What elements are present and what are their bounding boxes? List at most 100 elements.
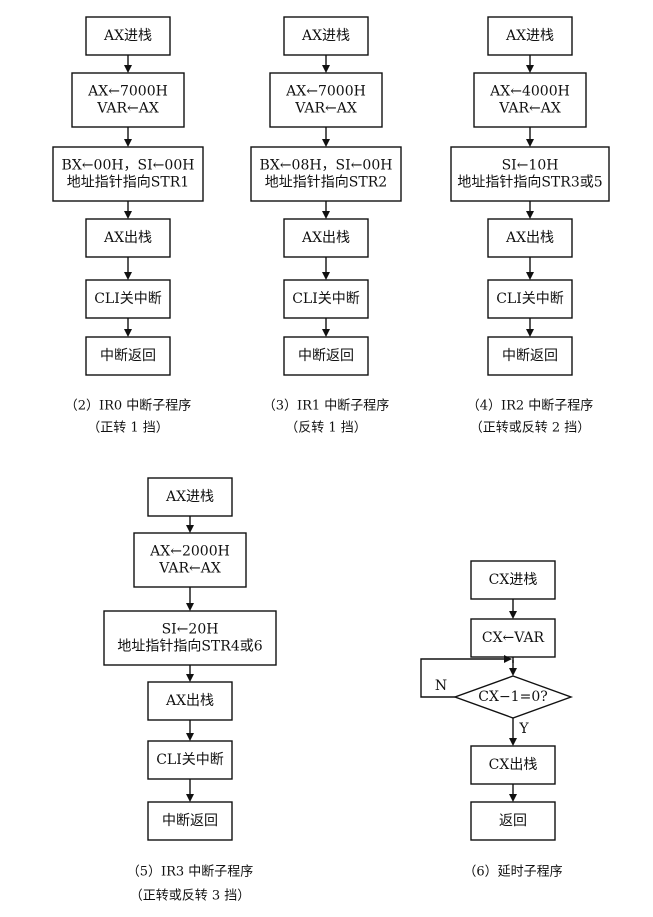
text-line: BX←08H，SI←00H <box>260 158 393 174</box>
step-box: CLI关中断 <box>283 279 369 319</box>
flow-arrow <box>124 127 132 147</box>
step-box: 中断返回 <box>487 336 573 376</box>
text-line: CX进栈 <box>489 572 538 588</box>
caption-line: （5）IR3 中断子程序 <box>127 865 254 880</box>
text-line: 中断返回 <box>298 348 354 364</box>
flow-arrow <box>526 55 534 73</box>
flow-arrow <box>526 127 534 147</box>
flow-arrow <box>322 127 330 147</box>
flow-arrow <box>526 318 534 337</box>
no-label: N <box>435 678 447 694</box>
text-line: CX←VAR <box>482 630 545 646</box>
flow-arrow <box>509 599 517 619</box>
text-line: CLI关中断 <box>496 291 564 307</box>
flow-arrow <box>124 257 132 280</box>
process-box <box>85 16 171 56</box>
text-line: CLI关中断 <box>94 291 162 307</box>
process-box <box>283 218 369 258</box>
flow-arrow <box>322 201 330 219</box>
text-line: AX←4000H <box>489 84 570 100</box>
text-line: AX进栈 <box>301 28 350 44</box>
step-box: CLI关中断 <box>487 279 573 319</box>
step-box: CLI关中断 <box>147 740 233 780</box>
flow-arrow <box>186 720 194 741</box>
text-line: 中断返回 <box>100 348 156 364</box>
flow-arrow <box>322 55 330 73</box>
caption-line: （3）IR1 中断子程序 <box>263 399 390 414</box>
text-line: AX进栈 <box>165 489 214 505</box>
caption: （5）IR3 中断子程序 （正转或反转 3 挡） <box>127 865 254 904</box>
flow-arrow <box>124 318 132 337</box>
text-line: AX出栈 <box>505 230 554 246</box>
step-box: AX出栈 <box>147 681 233 721</box>
text-line: AX出栈 <box>103 230 152 246</box>
text-line: AX出栈 <box>301 230 350 246</box>
process-box <box>103 610 277 666</box>
step-box: CX←VAR <box>470 618 556 658</box>
step-box: 返回 <box>470 801 556 841</box>
caption-line: （4）IR2 中断子程序 <box>467 399 594 414</box>
process-box <box>269 72 383 128</box>
decision-diamond: CX−1=0? <box>452 675 574 719</box>
step-box: 中断返回 <box>85 336 171 376</box>
flow-arrow <box>186 779 194 802</box>
step-box: AX出栈 <box>283 218 369 258</box>
caption-line: （正转 1 挡） <box>87 421 169 436</box>
flow-arrow <box>322 318 330 337</box>
step-box: CX出栈 <box>470 745 556 785</box>
caption-line: （6）延时子程序 <box>463 865 562 880</box>
text-line: AX出栈 <box>165 693 214 709</box>
text-line: 地址指针指向STR2 <box>265 175 387 191</box>
flow-arrow <box>526 257 534 280</box>
process-box <box>470 560 556 600</box>
step-box: AX出栈 <box>487 218 573 258</box>
process-box <box>147 801 233 841</box>
step-box: AX进栈 <box>85 16 171 56</box>
step-box: 中断返回 <box>147 801 233 841</box>
text-line: VAR←AX <box>294 101 357 117</box>
no-loop <box>420 655 512 698</box>
text-line: BX←00H，SI←00H <box>62 158 195 174</box>
text-line: VAR←AX <box>96 101 159 117</box>
text-line: 中断返回 <box>502 348 558 364</box>
text-line: CLI关中断 <box>156 752 224 768</box>
text-line: CLI关中断 <box>292 291 360 307</box>
caption-line: （正转或反转 2 挡） <box>470 421 591 436</box>
flow-arrow <box>186 516 194 533</box>
text-line: 地址指针指向STR3或5 <box>457 175 602 191</box>
yes-label: Y <box>518 721 529 737</box>
flow-arrow <box>124 55 132 73</box>
step-box: AX进栈 <box>487 16 573 56</box>
text-line: 地址指针指向STR4或6 <box>117 639 262 655</box>
text-line: AX进栈 <box>103 28 152 44</box>
caption-line: （2）IR0 中断子程序 <box>65 399 192 414</box>
text-line: 中断返回 <box>162 813 218 829</box>
process-box <box>470 801 556 841</box>
text-line: CX−1=0? <box>478 689 547 705</box>
caption: （2）IR0 中断子程序 （正转 1 挡） <box>65 399 192 436</box>
step-box: AX进栈 <box>283 16 369 56</box>
text-line: AX←2000H <box>149 544 230 560</box>
caption-line: （正转或反转 3 挡） <box>130 889 251 904</box>
text-line: SI←20H <box>162 622 219 638</box>
process-box <box>85 336 171 376</box>
process-box <box>487 16 573 56</box>
process-box <box>133 532 247 588</box>
text-line: AX←7000H <box>285 84 366 100</box>
step-box: AX进栈 <box>147 477 233 517</box>
process-box <box>147 681 233 721</box>
process-box <box>250 146 402 202</box>
flow-arrow <box>526 201 534 219</box>
flow-arrow <box>509 660 517 676</box>
flow-arrow <box>186 665 194 682</box>
